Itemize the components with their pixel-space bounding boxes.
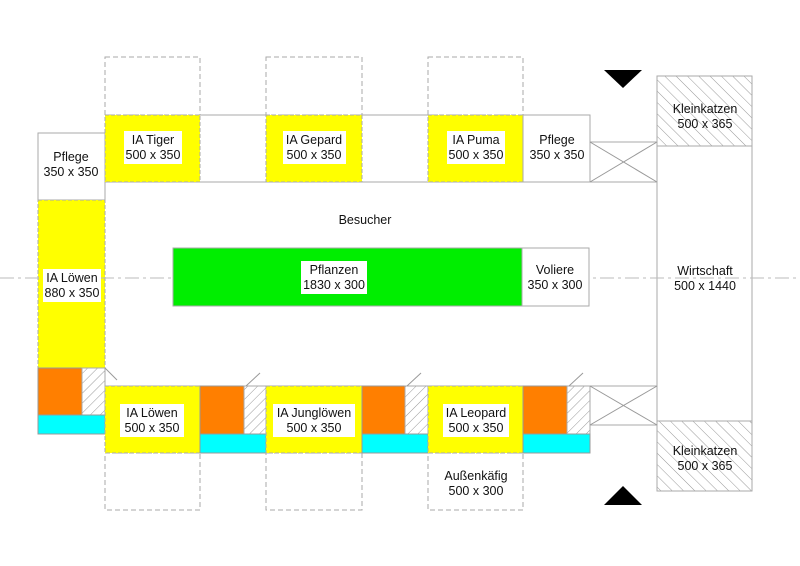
label-pflege-right: Pflege xyxy=(539,133,574,147)
room-pflege-left[interactable] xyxy=(37,132,106,201)
room-kleinkatzen-top[interactable] xyxy=(656,75,753,147)
label-kleinkatzen-bottom: Kleinkatzen xyxy=(673,444,738,458)
outdoor-cage-gepard xyxy=(265,56,363,116)
size-ia-loewen: 500 x 350 xyxy=(125,421,180,435)
entrance-arrow-up-icon xyxy=(604,486,642,505)
room-pflege-right[interactable] xyxy=(522,114,591,183)
size-ia-loewen-tall: 880 x 350 xyxy=(45,286,100,300)
size-ia-leopard: 500 x 350 xyxy=(449,421,504,435)
size-kleinkatzen-bottom: 500 x 365 xyxy=(678,459,733,473)
size-pflanzen: 1830 x 300 xyxy=(303,278,365,292)
room-voliere[interactable] xyxy=(521,247,590,307)
outdoor-cage-loewen xyxy=(104,452,201,511)
label-ia-loewen: IA Löwen xyxy=(126,406,177,420)
outdoor-cage-puma xyxy=(427,56,524,116)
size-ia-puma: 500 x 350 xyxy=(449,148,504,162)
size-pflege-left: 350 x 350 xyxy=(44,165,99,179)
outdoor-cage-leopard xyxy=(427,452,524,511)
size-wirtschaft: 500 x 1440 xyxy=(674,279,736,293)
room-kleinkatzen-bottom[interactable] xyxy=(656,420,753,492)
label-ia-jungloewen: IA Junglöwen xyxy=(277,406,351,420)
outdoor-cages-top xyxy=(104,56,524,116)
label-aussenkaefig: Außenkäfig xyxy=(444,469,507,483)
label-voliere: Voliere xyxy=(536,263,574,277)
size-kleinkatzen-top: 500 x 365 xyxy=(678,117,733,131)
size-ia-gepard: 500 x 350 xyxy=(287,148,342,162)
size-aussenkaefig: 500 x 300 xyxy=(449,484,504,498)
service-block-2 xyxy=(361,372,429,454)
passage-bottom-right xyxy=(589,385,658,426)
label-wirtschaft: Wirtschaft xyxy=(677,264,733,278)
size-voliere: 350 x 300 xyxy=(528,278,583,292)
label-ia-leopard: IA Leopard xyxy=(446,406,507,420)
label-backgrounds xyxy=(43,131,509,437)
label-pflege-left: Pflege xyxy=(53,150,88,164)
label-ia-gepard: IA Gepard xyxy=(286,133,342,147)
service-block-left xyxy=(37,367,118,435)
outdoor-cage-jungloewen xyxy=(265,452,363,511)
label-ia-loewen-tall: IA Löwen xyxy=(46,271,97,285)
label-besucher: Besucher xyxy=(339,213,392,227)
label-pflanzen: Pflanzen xyxy=(310,263,359,277)
label-kleinkatzen-top: Kleinkatzen xyxy=(673,102,738,116)
outdoor-cage-tiger xyxy=(104,56,201,116)
service-block-1 xyxy=(199,372,267,454)
label-ia-tiger: IA Tiger xyxy=(132,133,174,147)
service-block-3 xyxy=(522,372,591,454)
entrance-arrow-down-icon xyxy=(604,70,642,88)
size-ia-tiger: 500 x 350 xyxy=(126,148,181,162)
label-ia-puma: IA Puma xyxy=(452,133,499,147)
passage-top-right xyxy=(589,141,658,183)
size-ia-jungloewen: 500 x 350 xyxy=(287,421,342,435)
size-pflege-right: 350 x 350 xyxy=(530,148,585,162)
